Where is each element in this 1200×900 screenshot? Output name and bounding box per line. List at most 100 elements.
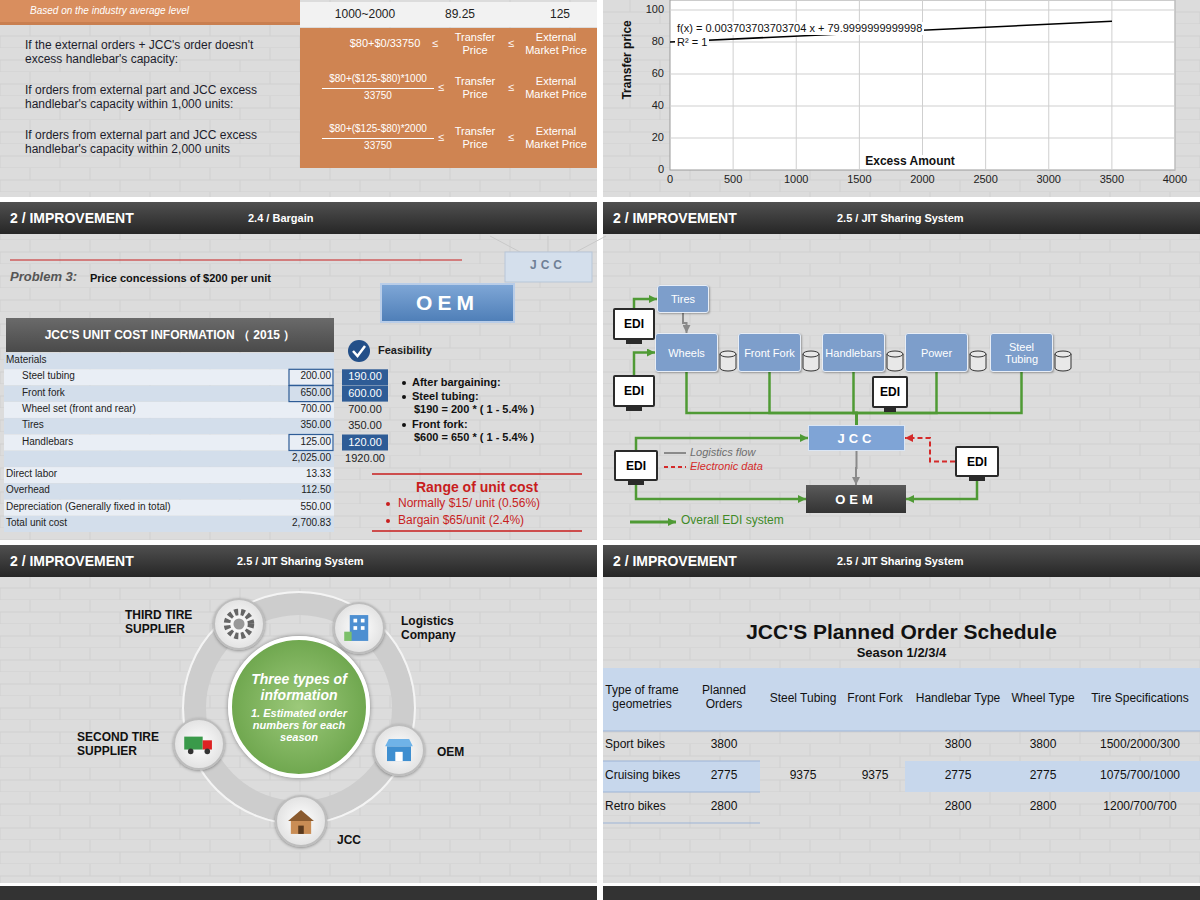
house-icon: JCC	[275, 795, 327, 847]
node-label: Front Fork	[744, 347, 795, 359]
node-label: Steel Tubing	[991, 341, 1052, 365]
database-top	[887, 351, 903, 357]
label-text: 125.00	[263, 436, 331, 448]
panel-rect	[298, 826, 304, 834]
node-label: 2 / IMPROVEMENT	[10, 553, 230, 569]
label-text: 9375	[843, 769, 907, 783]
label-text: 3800	[1006, 738, 1080, 752]
rule-line	[630, 521, 676, 524]
header-band: 2 / IMPROVEMENT2.5 / JIT Sharing System	[0, 545, 597, 577]
label-text: Price concessions of $200 per unit	[90, 272, 370, 285]
panel-rect	[4, 500, 334, 516]
supplier-box: Steel Tubing	[990, 333, 1053, 372]
label-text: 60	[636, 67, 664, 80]
panel-rect	[361, 619, 365, 623]
node-label: 2.5 / JIT Sharing System	[837, 555, 1097, 567]
decor-circle	[402, 395, 406, 399]
node-label: ≤	[504, 81, 518, 94]
building-icon: Logistics Company	[333, 602, 385, 654]
decor-path	[353, 346, 365, 356]
label-text: 2500	[966, 173, 1006, 186]
node-label: Based on the industry average level	[30, 5, 290, 16]
label-text: Planned Orders	[696, 684, 752, 712]
connector	[855, 451, 858, 485]
panel-rect	[4, 435, 334, 451]
node-label: 2.4 / Bargain	[248, 212, 508, 224]
edi-monitor: EDI	[872, 376, 908, 408]
label-text: 350.00	[343, 419, 387, 432]
decor-circle	[348, 340, 370, 362]
node-label: $80+($125-$80)*1000	[322, 73, 434, 84]
edi-monitor: EDI	[613, 375, 655, 407]
connector	[683, 313, 687, 333]
node-label: Transfer Price	[446, 31, 504, 56]
connector	[634, 299, 657, 308]
node-label: OEM	[835, 492, 877, 507]
label-text: 2,700.83	[263, 517, 331, 529]
node-label: Power	[921, 347, 952, 359]
node-label: Transfer Price	[446, 125, 504, 150]
node-label: Logistics Company	[401, 614, 473, 642]
label-text: 1500	[839, 173, 879, 186]
decor-circle	[233, 618, 244, 629]
label-text: Tires	[22, 419, 252, 431]
label-text: 2800	[1006, 800, 1080, 814]
oem-box: OEM	[380, 283, 515, 323]
node-label: 2 / IMPROVEMENT	[10, 210, 230, 226]
label-text: 120.00	[343, 436, 387, 449]
icon-glyph	[175, 720, 223, 768]
label-text: Depreciation (Generally fixed in total)	[6, 501, 236, 513]
label-text: 3000	[1029, 173, 1069, 186]
node-label: JCC'S UNIT COST INFORMATION （ 2015 ）	[45, 327, 296, 344]
node-label: EDI	[626, 459, 646, 473]
decor-circle	[183, 592, 415, 824]
label-text: 200.00	[263, 370, 331, 382]
connector	[770, 372, 857, 425]
label-text: 600.00	[343, 387, 387, 400]
connector	[857, 372, 1022, 425]
decor-circle	[402, 381, 406, 385]
node-label: $80+$0/33750	[340, 37, 430, 50]
label-text: Problem 3:	[10, 270, 88, 285]
connector	[687, 372, 857, 425]
gear-icon: THIRD TIRE SUPPLIER	[213, 598, 265, 650]
node-label: 33750	[322, 138, 434, 151]
panel-rect	[4, 483, 334, 499]
label-text: 3500	[1092, 173, 1132, 186]
label-text: JCC	[518, 259, 578, 273]
node-label: ≤	[504, 131, 518, 144]
panel-rect	[291, 821, 311, 834]
label-text: $600 = 650 * ( 1 - 5.4% )	[414, 431, 592, 444]
supplier-box: Tires	[657, 285, 709, 313]
panel-rect	[0, 202, 597, 540]
panel-rect	[342, 369, 388, 385]
panel-rect	[603, 0, 1200, 197]
panel-rect	[670, 0, 1175, 170]
drawing-layer	[215, 600, 263, 648]
label-text: Excess Amount	[860, 155, 960, 169]
panel-rect	[300, 2, 597, 27]
node-label: 33750	[322, 88, 434, 101]
label-text: 2,025.00	[263, 452, 331, 464]
panel-rect	[0, 0, 597, 197]
label-text: 700.00	[343, 403, 387, 416]
label-text: Season 1/2/3/4	[603, 646, 1200, 661]
node-label: ≤	[436, 131, 446, 144]
decor-path	[670, 21, 1112, 42]
panel-rect	[4, 353, 334, 369]
node-label: External Market Price	[520, 75, 592, 100]
node-label: JCC	[337, 833, 381, 847]
node-label: Transfer Price	[446, 75, 504, 100]
rule-line	[670, 42, 1175, 43]
node-label: JCC	[837, 431, 875, 446]
label-text: 2800	[912, 800, 1004, 814]
label-text: 190.00	[343, 370, 387, 383]
rule-line	[372, 473, 582, 475]
label-text: Sport bikes	[605, 738, 695, 752]
label-text: 2000	[903, 173, 943, 186]
panel-rect	[0, 22, 300, 25]
formula-panel: $80+$0/33750≤Transfer Price≤External Mar…	[300, 28, 597, 168]
rule-line	[1175, 0, 1176, 170]
truck-icon: SECOND TIRE SUPPLIER	[173, 718, 225, 770]
